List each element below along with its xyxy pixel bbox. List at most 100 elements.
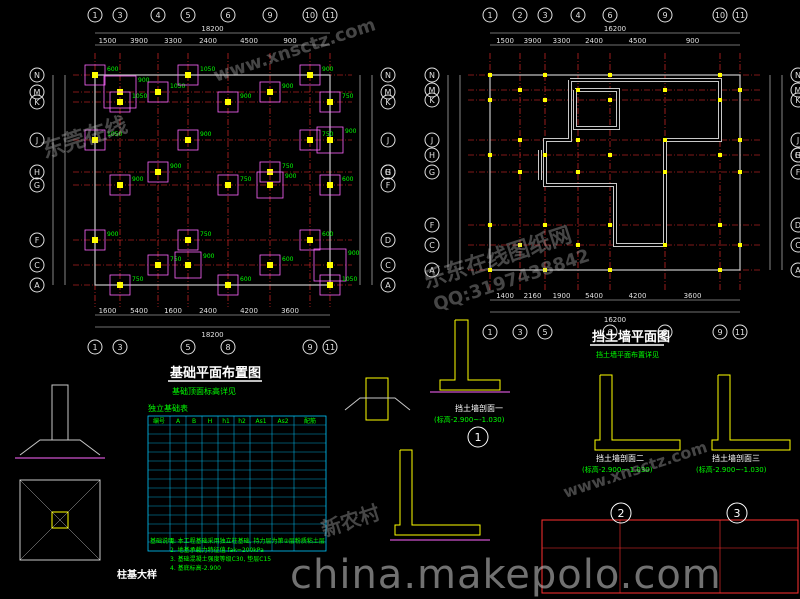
right-axis-right-5-label: G — [795, 151, 800, 160]
left-axis-left-8-circle — [29, 277, 45, 293]
section3-wall — [711, 374, 791, 451]
left-axis-right-8-circle — [380, 257, 396, 273]
col-detail-footing — [19, 439, 101, 456]
right-wall-core-0 — [544, 79, 721, 246]
right-axis-top-6-label: 10 — [715, 11, 725, 20]
right-col-4 — [488, 268, 492, 272]
left-footing-label-4: 900 — [138, 77, 150, 84]
section2-number: 2 — [618, 507, 625, 520]
left-footing-4 — [109, 91, 131, 113]
left-footing-label-22: 900 — [322, 66, 334, 73]
right-col-12 — [543, 223, 547, 227]
table-header-3: H — [208, 418, 213, 425]
right-col-10 — [543, 98, 547, 102]
right-axis-right-7-label: D — [795, 221, 800, 230]
left-footing-13 — [174, 251, 202, 279]
right-col-30 — [718, 223, 722, 227]
right-col-14 — [576, 88, 580, 92]
left-footing-12 — [177, 229, 199, 251]
left-column-8 — [155, 89, 161, 95]
table-title: 独立基础表 — [148, 403, 188, 413]
left-axis-right-0-circle — [380, 67, 396, 83]
left-footing-2 — [84, 229, 106, 251]
right-col-27 — [718, 73, 722, 77]
left-dim-bottom-text-5: 3600 — [281, 307, 299, 315]
left-footing-label-10: 750 — [170, 256, 182, 263]
right-col-5 — [518, 88, 522, 92]
left-axis-top-5-label: 9 — [267, 11, 272, 20]
right-axis-bottom-5-circle — [712, 324, 728, 340]
left-footing-24 — [319, 91, 341, 113]
left-axis-top-4-label: 6 — [225, 11, 230, 20]
left-footing-label-2: 1050 — [107, 131, 122, 138]
col-plan-inner — [51, 511, 69, 529]
left-footing-label-14: 900 — [203, 253, 215, 260]
left-axis-right-5-label: G — [385, 168, 391, 177]
right-axis-top-4-label: 6 — [607, 11, 612, 20]
left-axis-right-6-circle — [380, 177, 396, 193]
table-header-2: B — [192, 418, 196, 425]
right-dim-total-top: 16200 — [604, 25, 626, 33]
left-column-20 — [267, 182, 273, 188]
right-axis-left-6-label: F — [430, 221, 435, 230]
left-axis-left-2-circle — [29, 94, 45, 110]
left-axis-bottom-2-label: 5 — [185, 343, 190, 352]
right-axis-left-7-label: C — [429, 241, 435, 250]
right-col-34 — [738, 170, 742, 174]
left-column-6 — [117, 182, 123, 188]
right-axis-left-3-circle — [424, 132, 440, 148]
right-col-11 — [543, 153, 547, 157]
left-footing-11 — [177, 129, 199, 151]
right-axis-left-8-label: A — [429, 266, 435, 275]
right-axis-top-1-label: 2 — [517, 11, 522, 20]
title-block — [541, 519, 799, 594]
left-column-9 — [155, 169, 161, 175]
left-axis-left-7-label: C — [34, 261, 40, 270]
left-axis-top-1-label: 3 — [117, 11, 122, 20]
left-column-11 — [185, 72, 191, 78]
left-column-26 — [327, 137, 333, 143]
right-axis-bottom-0-label: 1 — [487, 328, 492, 337]
right-col-29 — [718, 153, 722, 157]
section2-wall — [594, 374, 681, 451]
jc-footing — [344, 397, 411, 411]
right-axis-right-7-circle — [790, 217, 800, 233]
left-axis-bottom-3-circle — [220, 339, 236, 355]
right-axis-bottom-3-circle — [602, 324, 618, 340]
right-axis-bottom-3-label: 6 — [607, 328, 612, 337]
right-dim-top-text-5: 4500 — [629, 37, 647, 45]
left-footing-22 — [299, 129, 321, 151]
section3-number: 3 — [734, 507, 741, 520]
left-axis-top-1-circle — [112, 7, 128, 23]
left-axis-right-7-circle — [380, 232, 396, 248]
right-axis-right-3-circle — [790, 132, 800, 148]
left-footing-label-24: 600 — [322, 231, 334, 238]
right-axis-bottom-4-label: 8 — [662, 328, 667, 337]
left-dim-total-top: 18200 — [201, 25, 223, 33]
left-footing-14 — [217, 91, 239, 113]
right-col-22 — [608, 268, 612, 272]
retaining-wall-plan-subtitle: 挡土墙平面布置详见 — [596, 350, 659, 359]
col-detail-column — [51, 384, 69, 441]
left-footing-label-25: 750 — [342, 93, 354, 100]
right-dim-top-text-2: 3900 — [524, 37, 542, 45]
right-axis-top-5-circle — [657, 7, 673, 23]
left-footing-label-18: 900 — [282, 83, 294, 90]
right-axis-left-1-label: M — [429, 86, 436, 95]
left-axis-bottom-1-label: 3 — [117, 343, 122, 352]
left-footing-label-12: 900 — [200, 131, 212, 138]
section1-wall — [439, 319, 501, 391]
right-axis-right-4-label: H — [795, 151, 800, 160]
left-footing-label-1: 600 — [107, 66, 119, 73]
right-axis-top-6-circle — [712, 7, 728, 23]
note-line-4: 4. 基底标高-2.900 — [170, 564, 221, 572]
left-column-22 — [307, 72, 313, 78]
left-axis-top-7-label: 11 — [325, 11, 335, 20]
right-wall-1 — [573, 88, 620, 130]
left-footing-5 — [109, 174, 131, 196]
left-axis-left-5-label: G — [34, 181, 40, 190]
left-footing-7 — [147, 81, 169, 103]
right-col-18 — [608, 73, 612, 77]
left-column-12 — [185, 137, 191, 143]
